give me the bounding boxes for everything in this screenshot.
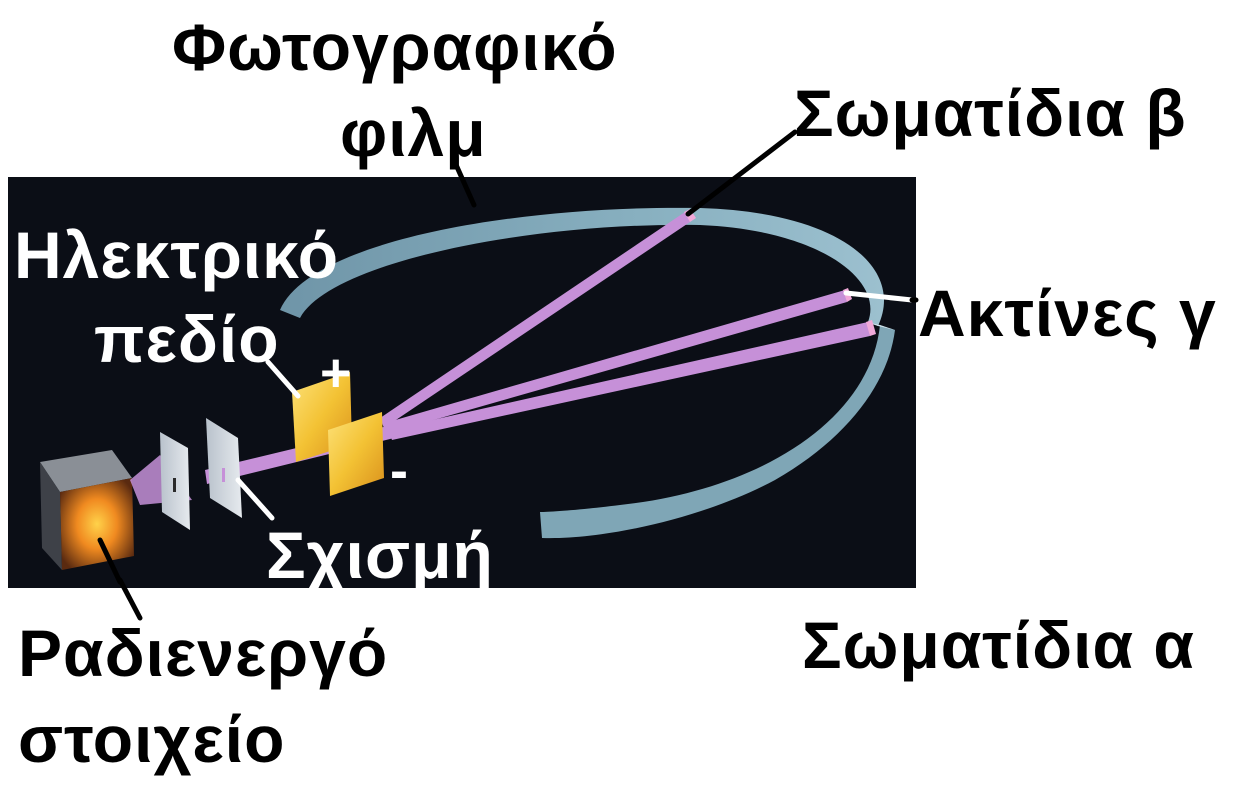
minus-sign: -	[390, 441, 409, 501]
source-label-line2: στοιχείο	[18, 702, 286, 776]
film-label-line1: Φωτογραφικό	[172, 10, 618, 84]
slit-plate-2	[206, 418, 242, 518]
film-label-line2: φιλμ	[340, 96, 487, 170]
gamma-label: Ακτίνες γ	[918, 276, 1217, 350]
slit-leader-line	[235, 477, 275, 521]
slit-plate-1	[160, 432, 190, 530]
field-leader-line	[265, 359, 301, 399]
source-label-line1: Ραδιενεργό	[18, 616, 389, 690]
slit-label: Σχισμή	[266, 518, 494, 592]
plus-sign: +	[320, 343, 353, 403]
beta-label: Σωματίδια β	[794, 76, 1187, 150]
field-label-line1: Ηλεκτρικό	[14, 218, 340, 292]
beta-leader-line	[685, 129, 798, 217]
photographic-film	[280, 207, 895, 539]
alpha-label: Σωματίδια α	[802, 608, 1195, 682]
source-leader-line-inner	[97, 537, 123, 585]
field-label-line2: πεδίο	[94, 302, 280, 376]
source-leader-line	[117, 577, 143, 621]
negative-plate	[328, 412, 384, 496]
gamma-leader-line	[843, 290, 915, 303]
alpha-beam	[388, 320, 876, 440]
film-leader-line	[450, 155, 477, 208]
radioactive-source	[40, 450, 134, 570]
